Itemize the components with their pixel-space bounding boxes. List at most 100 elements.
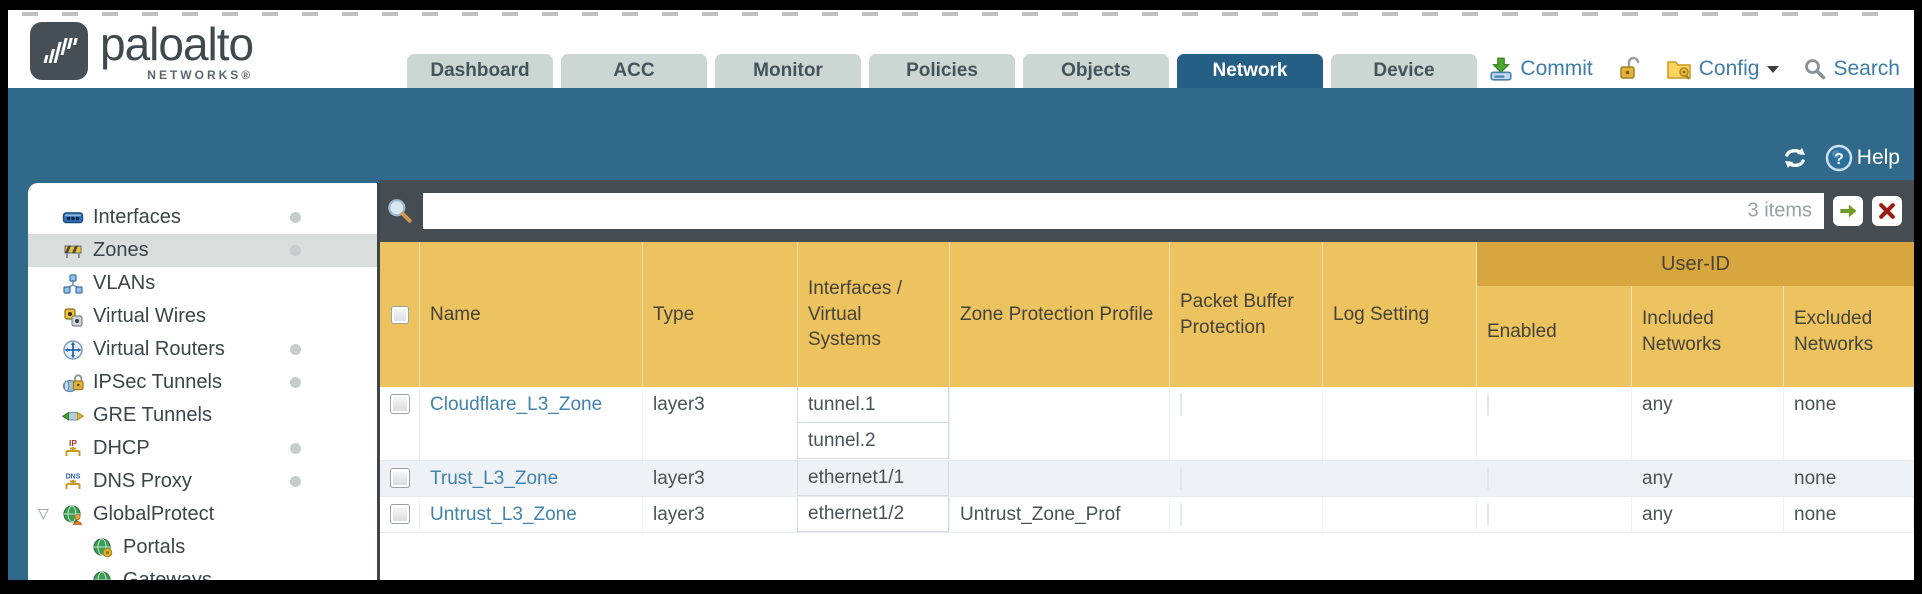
clear-filter-button[interactable] xyxy=(1872,196,1902,226)
content-area: Interfaces Zones xyxy=(8,180,1914,580)
sidebar-item-label: DHCP xyxy=(93,437,150,459)
commit-label: Commit xyxy=(1520,57,1593,80)
row-checkbox[interactable] xyxy=(389,394,410,414)
column-header-zone-protection-profile[interactable]: Zone Protection Profile xyxy=(950,242,1170,387)
zone-name-link[interactable]: Untrust_L3_Zone xyxy=(430,504,577,525)
help-label: Help xyxy=(1856,146,1900,169)
zone-protection-profile-cell: Untrust_Zone_Prof xyxy=(950,497,1170,532)
sidebar-item-ipsec-tunnels[interactable]: IPSec Tunnels xyxy=(28,366,377,399)
red-x-icon xyxy=(1879,203,1895,219)
interface-entry[interactable]: tunnel.2 xyxy=(797,423,949,459)
enabled-checkbox[interactable] xyxy=(1487,503,1489,526)
included-networks-cell: any xyxy=(1632,387,1784,460)
header-select-all-cell xyxy=(380,242,420,387)
config-menu-button[interactable]: Config xyxy=(1665,56,1780,82)
column-header-type[interactable]: Type xyxy=(643,242,798,387)
sidebar-item-dns-proxy[interactable]: DNS DNS Proxy xyxy=(28,465,377,498)
commit-button[interactable]: Commit xyxy=(1488,56,1593,82)
user-id-enabled-cell xyxy=(1477,387,1632,460)
refresh-icon[interactable] xyxy=(1781,145,1809,171)
brand-name: paloalto xyxy=(100,18,254,70)
table-header: User-ID Name Type Interfaces / Virtual S… xyxy=(380,242,1914,387)
included-networks-cell: any xyxy=(1632,461,1784,496)
sidebar-item-portals[interactable]: Portals xyxy=(28,531,377,564)
zone-type-cell: layer3 xyxy=(643,461,798,496)
sidebar-item-label: GRE Tunnels xyxy=(93,404,212,426)
main-pane: 3 items User-ID xyxy=(380,180,1914,580)
search-label: Search xyxy=(1833,57,1900,80)
excluded-networks-cell: none xyxy=(1784,387,1914,460)
sidebar-item-vlans[interactable]: VLANs xyxy=(28,267,377,300)
enabled-checkbox[interactable] xyxy=(1487,467,1489,490)
zone-type-cell: layer3 xyxy=(643,497,798,532)
zone-name-cell: Cloudflare_L3_Zone xyxy=(420,387,643,460)
status-dot xyxy=(290,476,301,487)
search-button[interactable]: Search xyxy=(1803,57,1900,81)
sidebar-item-globalprotect[interactable]: ▽ GlobalProtect xyxy=(28,498,377,531)
packet-buffer-protection-cell xyxy=(1170,387,1323,460)
svg-text:IP: IP xyxy=(69,438,77,448)
row-select-cell xyxy=(380,497,420,532)
column-header-name[interactable]: Name xyxy=(420,242,643,387)
packet-buffer-protection-cell xyxy=(1170,497,1323,532)
zone-name-cell: Untrust_L3_Zone xyxy=(420,497,643,532)
perforation-line xyxy=(22,12,1900,16)
enabled-checkbox[interactable] xyxy=(1487,393,1489,416)
sidebar-item-virtual-routers[interactable]: Virtual Routers xyxy=(28,333,377,366)
expander-triangle-icon[interactable]: ▽ xyxy=(38,505,49,521)
ipsec-tunnels-icon xyxy=(62,373,84,392)
tab-network[interactable]: Network xyxy=(1177,54,1323,88)
tab-dashboard[interactable]: Dashboard xyxy=(407,54,553,88)
tab-policies[interactable]: Policies xyxy=(869,54,1015,88)
apply-filter-button[interactable] xyxy=(1833,196,1863,226)
row-checkbox[interactable] xyxy=(389,504,410,524)
band-utilities: ? Help xyxy=(1781,144,1900,172)
column-header-log-setting[interactable]: Log Setting xyxy=(1323,242,1477,387)
sidebar-item-label: Zones xyxy=(93,239,149,261)
lock-button[interactable] xyxy=(1617,56,1641,82)
sidebar-item-dhcp[interactable]: IP DHCP xyxy=(28,432,377,465)
sidebar-item-label: VLANs xyxy=(93,272,156,294)
column-header-packet-buffer-protection[interactable]: Packet Buffer Protection xyxy=(1170,242,1323,387)
tab-objects[interactable]: Objects xyxy=(1023,54,1169,88)
zone-name-link[interactable]: Cloudflare_L3_Zone xyxy=(430,394,603,415)
sidebar-nav: Interfaces Zones xyxy=(28,183,377,580)
config-label: Config xyxy=(1698,57,1760,80)
column-header-included-networks[interactable]: Included Networks xyxy=(1632,242,1784,387)
column-header-interfaces[interactable]: Interfaces / Virtual Systems xyxy=(798,242,950,387)
zone-name-cell: Trust_L3_Zone xyxy=(420,461,643,496)
help-button[interactable]: ? Help xyxy=(1825,144,1900,172)
interface-entry[interactable]: ethernet1/2 xyxy=(797,497,949,532)
brand-text: paloalto NETWORKS® xyxy=(100,18,254,82)
packet-buffer-protection-cell xyxy=(1170,461,1323,496)
select-all-checkbox[interactable] xyxy=(390,305,409,324)
filter-input[interactable] xyxy=(423,193,1824,229)
sidebar-item-virtual-wires[interactable]: Virtual Wires xyxy=(28,300,377,333)
interface-entry[interactable]: tunnel.1 xyxy=(797,387,949,423)
sidebar-item-label: Virtual Wires xyxy=(93,305,206,327)
tab-device[interactable]: Device xyxy=(1331,54,1477,88)
packet-buffer-checkbox[interactable] xyxy=(1180,393,1182,416)
status-dot xyxy=(290,245,301,256)
row-checkbox[interactable] xyxy=(389,468,410,488)
brand-logo: paloalto NETWORKS® xyxy=(30,18,254,82)
log-setting-cell xyxy=(1323,497,1477,532)
column-header-excluded-networks[interactable]: Excluded Networks xyxy=(1794,307,1874,355)
column-header-enabled[interactable]: Enabled xyxy=(1477,242,1632,387)
tab-acc[interactable]: ACC xyxy=(561,54,707,88)
sidebar-item-gateways[interactable]: Gateways xyxy=(28,564,377,580)
sidebar-item-zones[interactable]: Zones xyxy=(28,234,377,267)
table-row: Trust_L3_Zone layer3 ethernet1/1 any xyxy=(380,461,1914,497)
packet-buffer-checkbox[interactable] xyxy=(1180,503,1182,526)
vlans-icon xyxy=(63,273,83,294)
virtual-routers-icon xyxy=(63,339,83,360)
gateways-icon xyxy=(93,570,111,580)
help-icon: ? xyxy=(1825,144,1852,172)
sidebar-item-gre-tunnels[interactable]: GRE Tunnels xyxy=(28,399,377,432)
tab-monitor[interactable]: Monitor xyxy=(715,54,861,88)
zone-name-link[interactable]: Trust_L3_Zone xyxy=(430,468,559,489)
interface-entry[interactable]: ethernet1/1 xyxy=(797,461,949,496)
paloalto-logo-icon xyxy=(30,22,88,80)
sidebar-item-interfaces[interactable]: Interfaces xyxy=(28,201,377,234)
packet-buffer-checkbox[interactable] xyxy=(1180,467,1182,490)
